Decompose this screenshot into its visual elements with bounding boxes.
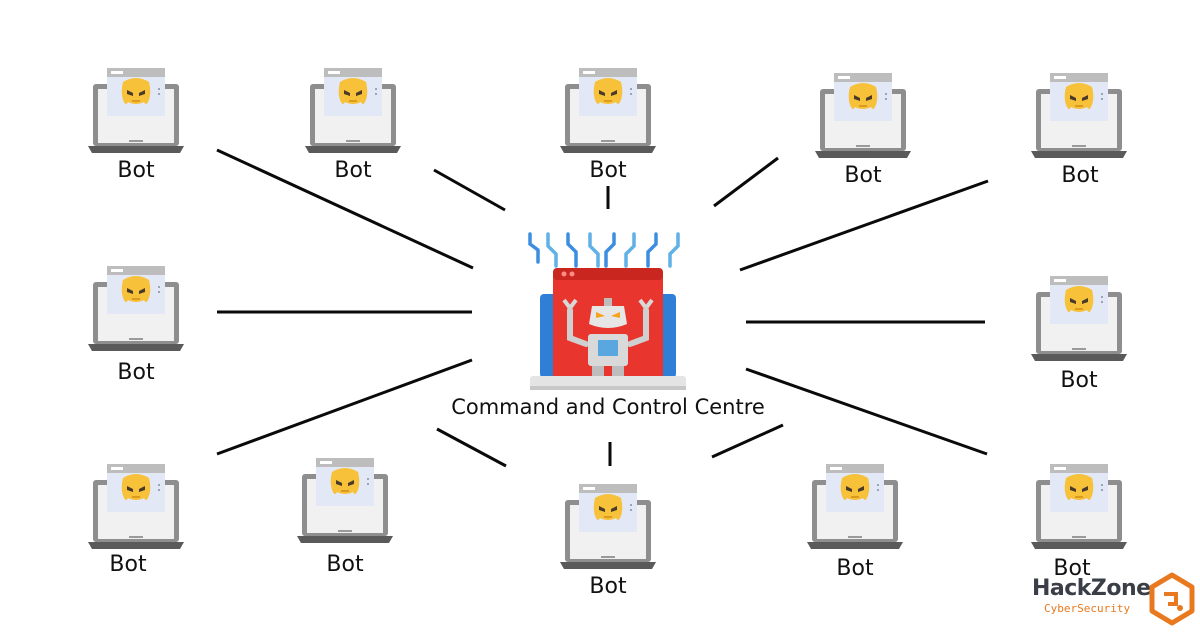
laptop-bot-icon — [1031, 276, 1127, 361]
laptop-bot-icon — [1031, 464, 1127, 549]
connection-lines — [216, 148, 989, 468]
robot-server-icon — [528, 232, 686, 390]
bot-label-9: Bot — [326, 552, 364, 577]
connection-line-8 — [216, 358, 473, 456]
connection-line-12 — [745, 367, 988, 456]
laptop-bot-icon — [807, 464, 903, 549]
bot-label-12: Bot — [1053, 556, 1091, 581]
bot-label-6: Bot — [117, 360, 155, 385]
laptop-bot-icon — [88, 464, 184, 549]
bot-label-4: Bot — [844, 163, 882, 188]
bot-label-2: Bot — [334, 158, 372, 183]
bot-label-8: Bot — [109, 552, 147, 577]
connection-line-1 — [216, 148, 474, 270]
laptop-bot-icon — [305, 68, 401, 153]
laptop-bot-icon — [560, 484, 656, 569]
connection-line-9 — [436, 427, 507, 468]
connection-line-5 — [739, 179, 989, 272]
laptop-bot-icon — [1031, 73, 1127, 158]
hackzone-logo-mark — [1149, 572, 1195, 626]
laptop-bot-icon — [88, 266, 184, 351]
laptop-bot-icon — [297, 458, 393, 543]
bot-label-5: Bot — [1061, 163, 1099, 188]
hackzone-logo: HackZone CyberSecurity — [1032, 572, 1198, 626]
logo-name: HackZone — [1032, 576, 1151, 601]
connection-line-2 — [433, 168, 506, 212]
command-control-centre-label: Command and Control Centre — [451, 395, 765, 419]
bot-label-3: Bot — [589, 158, 627, 183]
laptop-bot-icon — [560, 68, 656, 153]
laptop-bot-icon — [815, 73, 911, 158]
logo-tagline: CyberSecurity — [1044, 602, 1131, 615]
bot-label-7: Bot — [1060, 368, 1098, 393]
laptop-bot-icon — [88, 68, 184, 153]
bot-label-11: Bot — [836, 556, 874, 581]
bot-label-1: Bot — [117, 158, 155, 183]
connection-line-11 — [711, 423, 784, 459]
connection-line-4 — [713, 156, 779, 208]
bot-label-10: Bot — [589, 574, 627, 599]
